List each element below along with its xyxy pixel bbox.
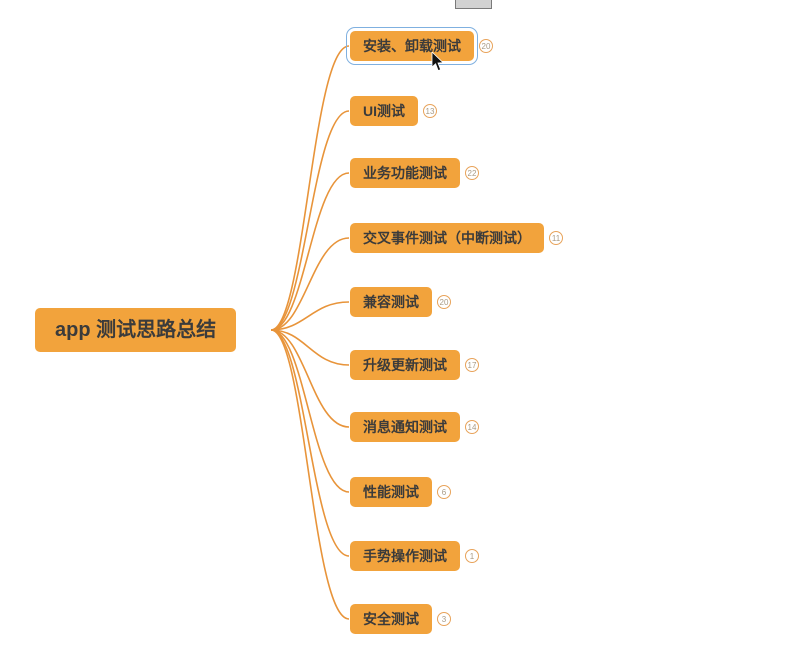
connector — [270, 329, 350, 557]
node-label: 性能测试 — [363, 484, 419, 500]
node-label: 安全测试 — [363, 611, 419, 627]
count-badge[interactable]: 11 — [549, 231, 563, 245]
connector — [270, 237, 350, 331]
node-label: 业务功能测试 — [363, 165, 447, 181]
connector — [270, 110, 350, 331]
mindmap-node-ui-test[interactable]: UI测试 13 — [350, 96, 437, 126]
count-badge[interactable]: 3 — [437, 612, 451, 626]
connector — [270, 329, 350, 366]
connector — [270, 172, 350, 331]
count-badge[interactable]: 1 — [465, 549, 479, 563]
count-badge[interactable]: 20 — [437, 295, 451, 309]
count-badge[interactable]: 20 — [479, 39, 493, 53]
toolbar-fragment — [455, 0, 492, 9]
node-label: 手势操作测试 — [363, 548, 447, 564]
mindmap-node-performance-test[interactable]: 性能测试 6 — [350, 477, 451, 507]
count-badge[interactable]: 14 — [465, 420, 479, 434]
node-label: 交叉事件测试（中断测试） — [363, 230, 531, 246]
connector — [270, 45, 350, 331]
count-badge[interactable]: 13 — [423, 104, 437, 118]
node-label: UI测试 — [363, 103, 405, 119]
node-label: 安装、卸载测试 — [363, 38, 461, 54]
mindmap-node-cross-event-test[interactable]: 交叉事件测试（中断测试） 11 — [350, 223, 563, 253]
mindmap-node-upgrade-update-test[interactable]: 升级更新测试 17 — [350, 350, 479, 380]
mindmap-node-install-uninstall-test[interactable]: 安装、卸载测试 20 — [346, 27, 493, 65]
root-node-label: app 测试思路总结 — [55, 319, 217, 341]
node-label: 消息通知测试 — [363, 419, 447, 435]
mindmap-root-node[interactable]: app 测试思路总结 — [35, 308, 237, 352]
connector — [270, 329, 350, 620]
count-badge[interactable]: 17 — [465, 358, 479, 372]
connector — [270, 301, 350, 331]
connector — [270, 329, 350, 493]
count-badge[interactable]: 6 — [437, 485, 451, 499]
mindmap-node-gesture-operation-test[interactable]: 手势操作测试 1 — [350, 541, 479, 571]
node-label: 兼容测试 — [363, 294, 419, 310]
mindmap-node-business-function-test[interactable]: 业务功能测试 22 — [350, 158, 479, 188]
count-badge[interactable]: 22 — [465, 166, 479, 180]
mindmap-node-compatibility-test[interactable]: 兼容测试 20 — [350, 287, 451, 317]
mindmap-node-message-notification-test[interactable]: 消息通知测试 14 — [350, 412, 479, 442]
node-label: 升级更新测试 — [363, 357, 447, 373]
mindmap-node-security-test[interactable]: 安全测试 3 — [350, 604, 451, 634]
connector — [270, 329, 350, 428]
